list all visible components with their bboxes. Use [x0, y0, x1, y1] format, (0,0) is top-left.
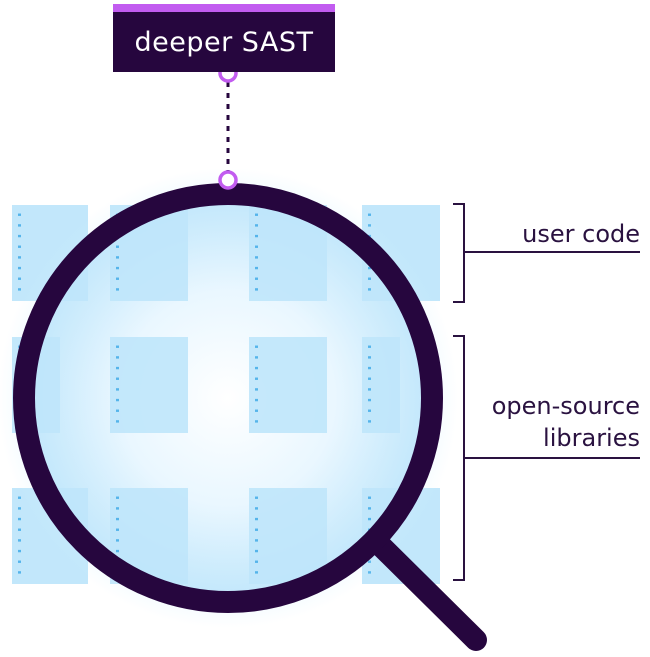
label-user-code: user code	[522, 220, 640, 248]
code-page-icon	[362, 337, 400, 433]
bracket-open-source	[453, 335, 640, 581]
magnifying-glass-icon	[13, 183, 443, 613]
magnifier-handle	[369, 534, 487, 651]
label-open-source-line1: open-source	[491, 392, 640, 420]
code-page-icon	[249, 488, 327, 584]
connector-dot-bottom	[218, 170, 238, 190]
title-box: deeper SAST	[113, 4, 335, 72]
bracket-user-code	[453, 203, 640, 303]
code-page-icon	[249, 337, 327, 433]
label-open-source-libraries: open-source libraries	[492, 390, 640, 454]
label-open-source-line2: libraries	[543, 424, 640, 452]
title-text: deeper SAST	[134, 26, 314, 58]
code-page-icon	[110, 337, 188, 433]
